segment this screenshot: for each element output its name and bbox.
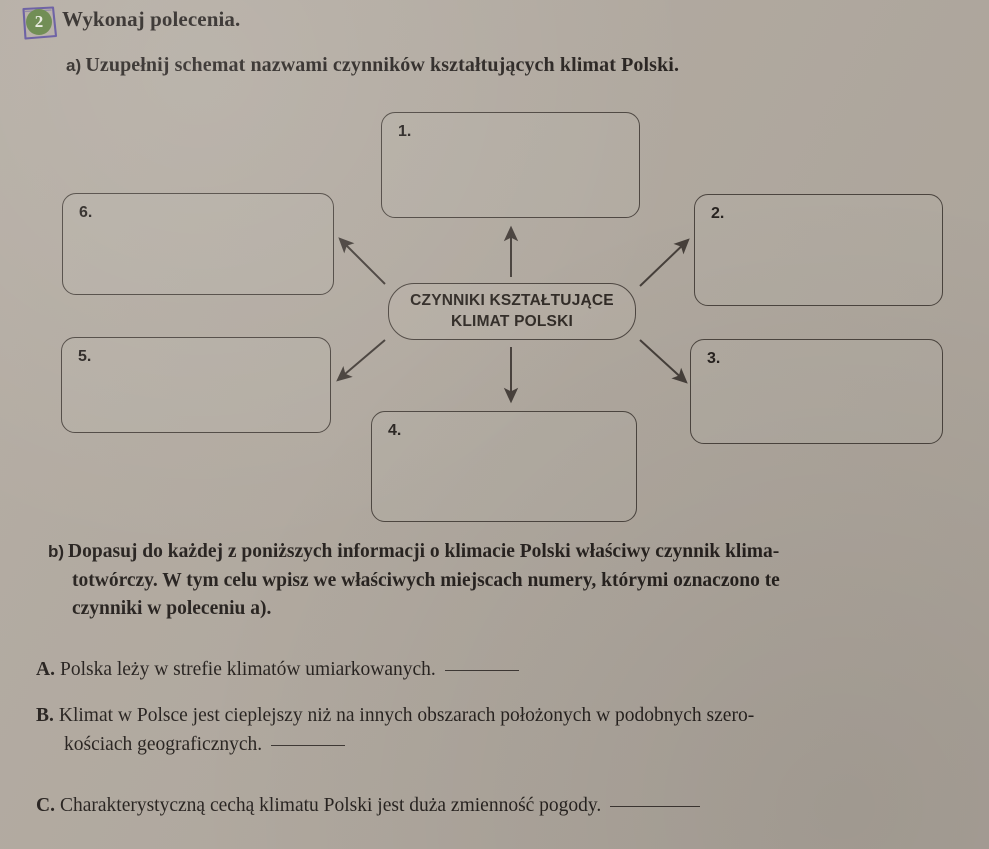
answer-a-letter: A. bbox=[36, 659, 55, 680]
diagram-box-1[interactable]: 1. bbox=[381, 112, 640, 218]
arrow-to-box-5 bbox=[336, 339, 386, 382]
task-number-badge: 2 bbox=[20, 6, 60, 40]
answer-b-letter: B. bbox=[36, 705, 54, 726]
arrow-to-box-3 bbox=[639, 339, 688, 384]
diagram-center-node: CZYNNIKI KSZTAŁTUJĄCE KLIMAT POLSKI bbox=[388, 283, 636, 340]
arrow-to-box-6 bbox=[338, 237, 386, 285]
subtask-a-text: Uzupełnij schemat nazwami czynników kszt… bbox=[85, 54, 680, 76]
answer-item-a: A.Polska leży w strefie klimatów umiarko… bbox=[36, 655, 519, 684]
answer-b-blank[interactable] bbox=[271, 744, 346, 747]
diagram-box-6[interactable]: 6. bbox=[62, 193, 334, 295]
task-title: Wykonaj polecenia. bbox=[62, 7, 241, 31]
subtask-b-line-1: b)Dopasuj do każdej z poniższych informa… bbox=[48, 538, 968, 567]
answer-c-text: Charakterystyczną cechą klimatu Polski j… bbox=[59, 795, 602, 816]
diagram-box-6-number: 6. bbox=[79, 204, 93, 221]
diagram-box-4[interactable]: 4. bbox=[371, 411, 637, 522]
answer-c-blank[interactable] bbox=[610, 805, 701, 807]
answer-c-letter: C. bbox=[36, 795, 55, 816]
diagram-box-3[interactable]: 3. bbox=[690, 339, 943, 444]
answer-c-line: C.Charakterystyczną cechą klimatu Polski… bbox=[36, 791, 701, 820]
answer-b-text-2: kościach geograficznych. bbox=[64, 734, 263, 756]
answer-b-line-2: kościach geograficznych. bbox=[36, 730, 754, 759]
answer-a-text: Polska leży w strefie klimatów umiarkowa… bbox=[59, 659, 436, 680]
diagram-center-label: CZYNNIKI KSZTAŁTUJĄCE KLIMAT POLSKI bbox=[410, 291, 614, 330]
arrow-to-box-2 bbox=[639, 238, 690, 287]
answer-b-line-1: B.Klimat w Polsce jest cieplejszy niż na… bbox=[36, 701, 754, 730]
answer-a-blank[interactable] bbox=[444, 669, 519, 671]
subtask-b-marker: b) bbox=[48, 542, 65, 561]
diagram-box-4-number: 4. bbox=[388, 422, 402, 439]
subtask-a-marker: a) bbox=[66, 56, 82, 75]
subtask-a: a)Uzupełnij schemat nazwami czynników ks… bbox=[66, 54, 679, 77]
diagram-box-2-number: 2. bbox=[711, 205, 725, 222]
task-number: 2 bbox=[26, 9, 52, 35]
answer-item-c: C.Charakterystyczną cechą klimatu Polski… bbox=[36, 791, 701, 820]
subtask-b-line-3: czynniki w poleceniu a). bbox=[72, 598, 272, 620]
subtask-b: b)Dopasuj do każdej z poniższych informa… bbox=[48, 538, 968, 624]
diagram-box-5[interactable]: 5. bbox=[61, 337, 331, 433]
diagram-box-1-number: 1. bbox=[398, 123, 412, 140]
climate-factors-diagram: 1. 2. 3. 4. 5. 6. CZYNNIKI KSZTAŁTUJĄCE … bbox=[0, 100, 989, 530]
answer-b-text-1: Klimat w Polsce jest cieplejszy niż na i… bbox=[58, 705, 755, 726]
answer-item-b: B.Klimat w Polsce jest cieplejszy niż na… bbox=[36, 701, 754, 760]
diagram-box-3-number: 3. bbox=[707, 350, 721, 367]
subtask-b-text-1: Dopasuj do każdej z poniższych informacj… bbox=[68, 541, 780, 562]
task-header: 2 Wykonaj polecenia. bbox=[20, 4, 960, 44]
diagram-box-2[interactable]: 2. bbox=[694, 194, 943, 306]
answer-a-line: A.Polska leży w strefie klimatów umiarko… bbox=[36, 655, 519, 684]
subtask-b-line-2: totwórczy. W tym celu wpisz we właściwyc… bbox=[72, 569, 780, 591]
diagram-box-5-number: 5. bbox=[78, 348, 92, 365]
